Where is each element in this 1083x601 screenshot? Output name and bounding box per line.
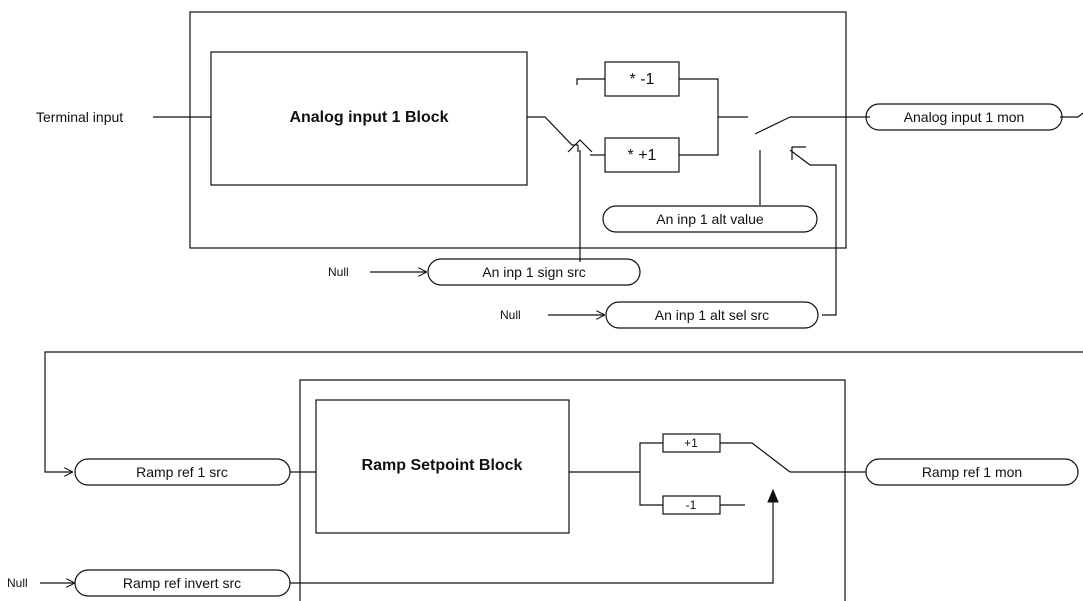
sign-src-arrowhead xyxy=(567,139,593,153)
invert-src-param-label: Ramp ref invert src xyxy=(123,575,241,591)
multiply-neg-label: * -1 xyxy=(630,71,655,88)
ramp-setpoint-block xyxy=(315,399,570,534)
invert-src-arrowhead xyxy=(767,488,779,503)
output-param-pill xyxy=(865,103,1063,131)
neg-input-wire xyxy=(576,78,605,85)
output-tail-wire xyxy=(1060,112,1083,118)
alt-sel-arrowhead xyxy=(791,146,806,160)
plus-to-switch-wire xyxy=(720,442,791,473)
alt-sel-control-wire xyxy=(789,149,837,316)
ramp-src-param-pill xyxy=(74,458,291,486)
ramp-output-param-label: Ramp ref 1 mon xyxy=(922,464,1022,480)
ramp-block-label: Ramp Setpoint Block xyxy=(362,457,523,474)
analog-input-diagram xyxy=(153,11,1083,329)
invert-src-param-pill xyxy=(74,569,291,597)
alt-value-param-pill xyxy=(602,205,818,233)
sign-src-null-label: Null xyxy=(328,265,349,279)
neg-output-wire xyxy=(679,78,719,156)
analog-input-labels: Terminal input Analog input 1 Block * -1… xyxy=(36,71,1024,323)
alt-sel-src-param-label: An inp 1 alt sel src xyxy=(655,307,769,323)
minus-one-label: -1 xyxy=(686,498,697,512)
alt-sel-null-label: Null xyxy=(500,308,521,322)
ramp-feed-wire xyxy=(44,351,1083,472)
terminal-input-label: Terminal input xyxy=(36,109,123,125)
analog-block-label: Analog input 1 Block xyxy=(289,109,448,126)
analog-input-block xyxy=(210,51,528,186)
sign-src-param-pill xyxy=(427,258,641,286)
multiply-pos-label: * +1 xyxy=(628,147,657,164)
block-output-wire xyxy=(527,116,578,146)
invert-src-control-wire xyxy=(290,500,774,584)
ramp-setpoint-labels: Ramp ref 1 src Ramp Setpoint Block +1 -1… xyxy=(7,436,1022,591)
alt-sel-src-param-pill xyxy=(605,301,819,329)
ramp-split-wire xyxy=(639,442,663,506)
ramp-setpoint-diagram xyxy=(40,351,1083,601)
ramp-output-param-pill xyxy=(865,458,1079,486)
alt-value-param-label: An inp 1 alt value xyxy=(656,211,764,227)
output-param-label: Analog input 1 mon xyxy=(904,109,1025,125)
alt-switch-blade xyxy=(754,116,791,135)
sign-src-param-label: An inp 1 sign src xyxy=(482,264,586,280)
ramp-src-param-label: Ramp ref 1 src xyxy=(136,464,228,480)
plus-one-label: +1 xyxy=(684,436,698,450)
analog-input-enclosure xyxy=(189,11,847,249)
invert-src-null-label: Null xyxy=(7,576,28,590)
ramp-enclosure xyxy=(299,379,846,601)
